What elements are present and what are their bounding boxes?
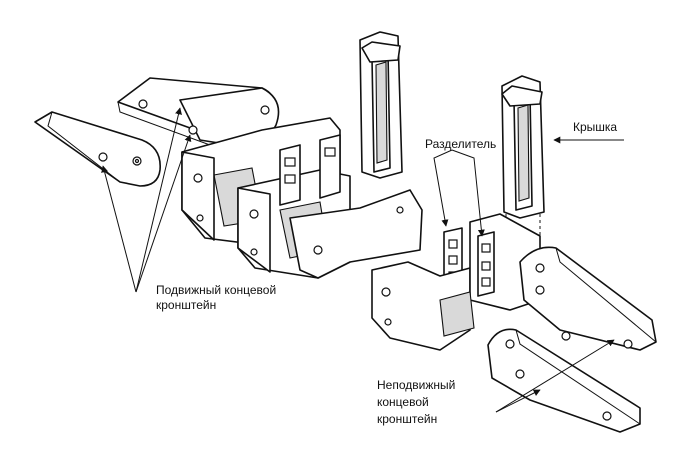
left-chain-assembly: [34, 31, 423, 279]
right-cover-part: [501, 75, 545, 240]
cover-label: Крышка: [573, 120, 618, 134]
leader-movable-to-upper-plate: [135, 107, 182, 293]
fixed-bracket-label-line2: концевой: [377, 395, 429, 409]
leader-separator-right: [451, 149, 485, 237]
movable-bracket-label-line2: кронштейн: [156, 298, 217, 312]
right-chain-assembly: [371, 75, 657, 433]
leader-fixed-to-upper-plate: [495, 339, 615, 413]
left-chain-links: [181, 117, 423, 279]
fixed-bracket-label-line1: Неподвижный: [377, 378, 456, 392]
leader-fixed-to-lower-plate: [495, 389, 541, 413]
right-chain-link: [371, 213, 541, 351]
separator-label: Разделитель: [425, 137, 497, 151]
fixed-end-bracket: [487, 246, 657, 433]
leader-movable-to-upper-plate-2: [135, 134, 192, 293]
movable-bracket-label-line1: Подвижный концевой: [156, 283, 277, 297]
left-cover-part: [359, 31, 403, 179]
leader-separator-left: [433, 149, 453, 227]
leader-lines: [101, 107, 624, 413]
fixed-bracket-label-line3: кронштейн: [377, 412, 438, 426]
leader-movable-to-plate: [101, 165, 137, 293]
loose-movable-bracket-plate: [34, 111, 161, 187]
